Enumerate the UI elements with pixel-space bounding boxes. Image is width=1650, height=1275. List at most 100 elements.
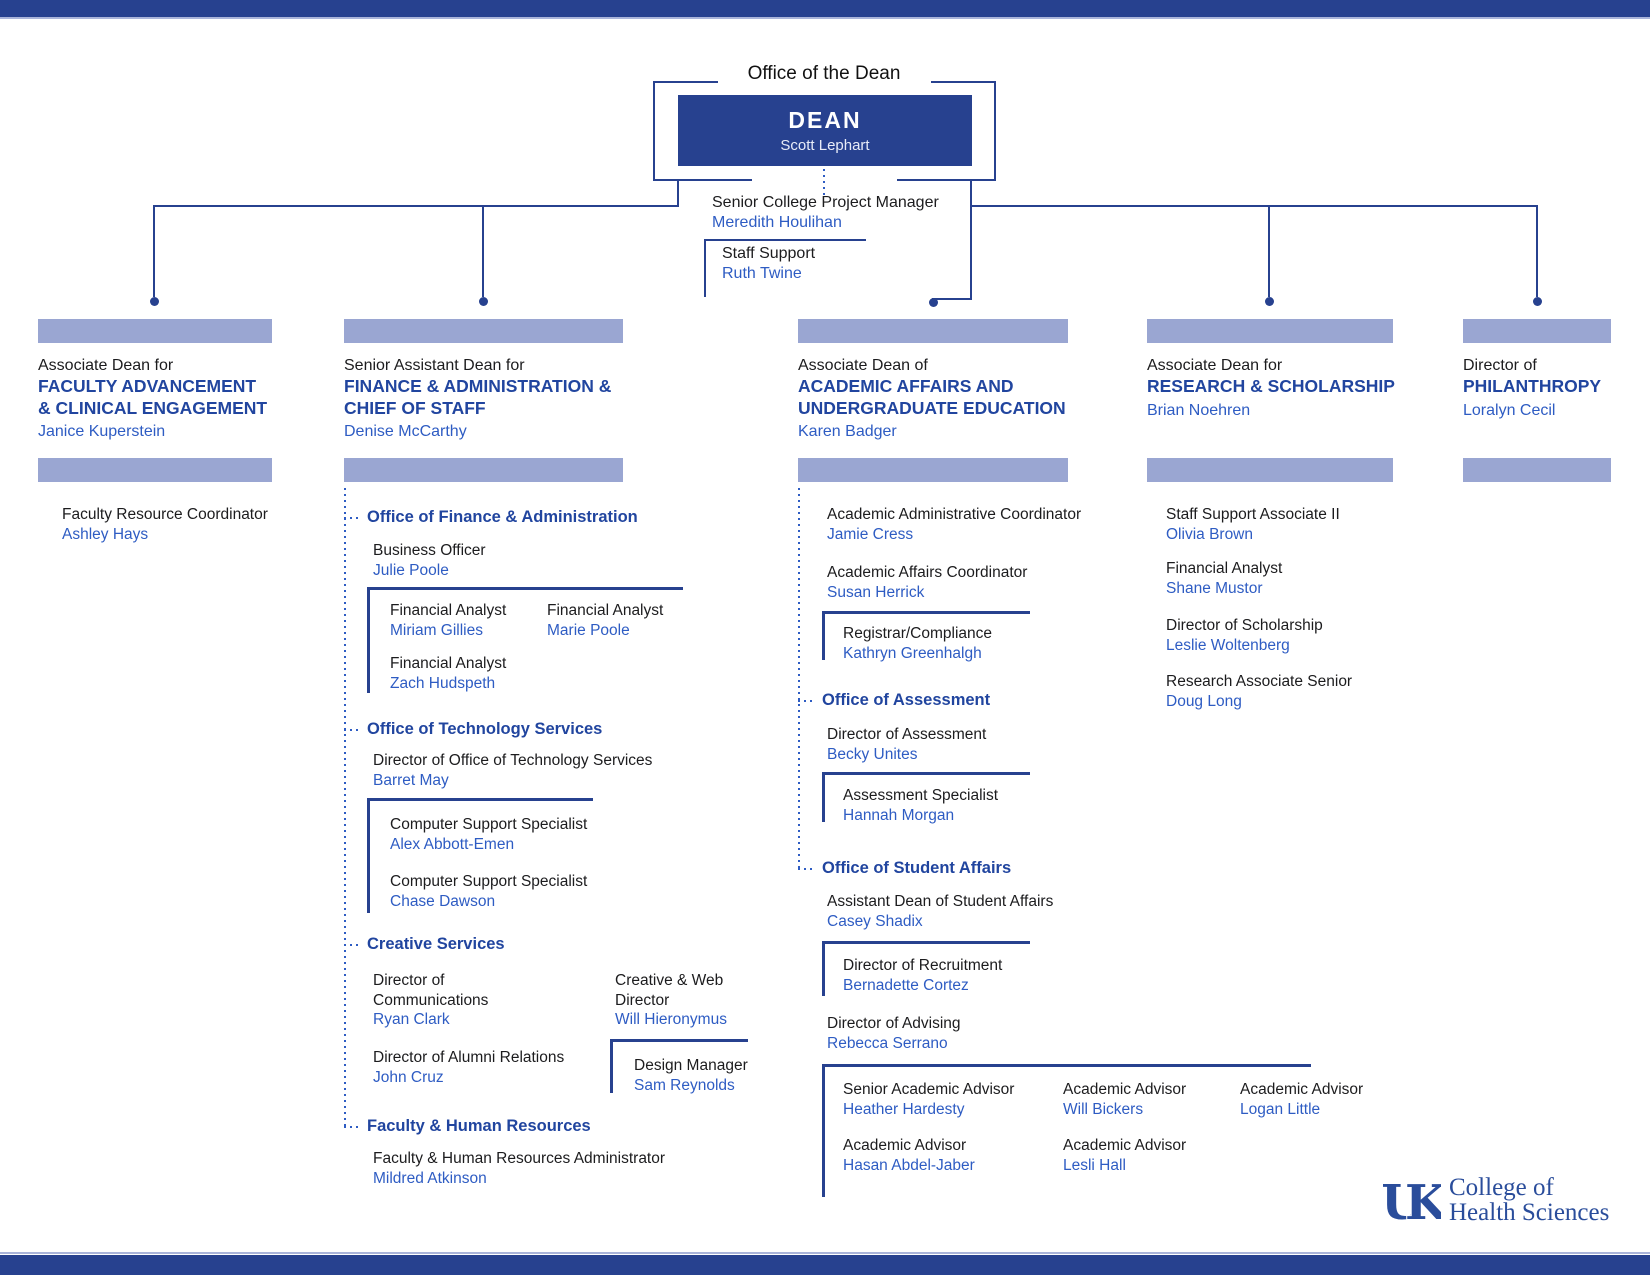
connector-line (1268, 205, 1270, 297)
role-computer-support-specialist: Computer Support Specialist Chase Dawson (390, 872, 587, 911)
role-title: Director of Office of Technology Service… (373, 752, 653, 769)
role-director-of-assessment: Director of Assessment Becky Unites (827, 725, 986, 764)
person-name: Denise McCarthy (344, 423, 467, 440)
connector-line (482, 205, 484, 297)
bracket-line (704, 239, 866, 241)
role-title: Financial Analyst (547, 602, 664, 619)
role-director-of-alumni-relations: Director of Alumni Relations John Cruz (373, 1048, 564, 1087)
role-title: Director of Assessment (827, 726, 987, 743)
dean-bracket-line (897, 179, 996, 181)
dotted-connector (798, 700, 814, 702)
uk-logo: U K College of Health Sciences (1383, 1175, 1609, 1225)
person-name: Becky Unites (827, 745, 918, 763)
connector-line (154, 205, 679, 207)
person-name: Ruth Twine (722, 265, 802, 282)
column-main-title: & CLINICAL ENGAGEMENT (38, 397, 268, 418)
role-title: Financial Analyst (390, 602, 507, 619)
column-title-philanthropy: Director of PHILANTHROPY Loralyn Cecil (1463, 355, 1601, 420)
dean-box: DEAN Scott Lephart (678, 95, 972, 166)
person-name: Shane Mustor (1166, 579, 1263, 597)
column-title-academic-affairs: Associate Dean of ACADEMIC AFFAIRS AND U… (798, 355, 1066, 441)
person-name: Sam Reynolds (634, 1076, 735, 1094)
person-name: Loralyn Cecil (1463, 401, 1556, 419)
role-title: Computer Support Specialist (390, 873, 588, 890)
role-computer-support-specialist: Computer Support Specialist Alex Abbott-… (390, 815, 587, 854)
column-accent-bar (1147, 458, 1393, 482)
role-title: Director of Scholarship (1166, 617, 1323, 634)
connector-line (970, 179, 972, 300)
person-name: Brian Noehren (1147, 401, 1251, 419)
role-title: Financial Analyst (1166, 560, 1283, 577)
column-title-finance-administration: Senior Assistant Dean for FINANCE & ADMI… (344, 355, 611, 441)
role-title: Creative & Web Director (615, 972, 724, 1009)
dean-bracket-line (994, 81, 996, 181)
connector-dot (928, 297, 938, 307)
role-creative-web-director: Creative & Web Director Will Hieronymus (615, 971, 745, 1030)
role-title: Faculty & Human Resources Administrator (373, 1150, 666, 1167)
role-title: Financial Analyst (390, 655, 507, 672)
role-title: Staff Support (722, 245, 816, 262)
column-accent-bar (38, 458, 272, 482)
column-main-title: FINANCE & ADMINISTRATION & (344, 376, 612, 396)
role-business-officer: Business Officer Julie Poole (373, 541, 486, 580)
column-pre-title: Director of (1463, 357, 1537, 374)
role-title: Director of Recruitment (843, 957, 1003, 974)
section-office-of-student-affairs: Office of Student Affairs (822, 859, 1012, 877)
role-title: Academic Advisor (1063, 1081, 1187, 1098)
person-name: Olivia Brown (1166, 525, 1253, 543)
role-senior-academic-advisor: Senior Academic Advisor Heather Hardesty (843, 1080, 1014, 1119)
role-title: Academic Advisor (1063, 1137, 1187, 1154)
section-office-of-assessment: Office of Assessment (822, 691, 991, 709)
column-main-title: PHILANTHROPY (1463, 376, 1602, 396)
person-name: Ashley Hays (62, 525, 149, 543)
person-name: Rebecca Serrano (827, 1034, 948, 1052)
person-name: Hasan Abdel-Jaber (843, 1156, 975, 1174)
role-title: Academic Advisor (1240, 1081, 1364, 1098)
dotted-connector (344, 1126, 360, 1128)
person-name: Janice Kuperstein (38, 423, 166, 440)
role-registrar-compliance: Registrar/Compliance Kathryn Greenhalgh (843, 624, 992, 663)
role-director-of-advising: Director of Advising Rebecca Serrano (827, 1014, 961, 1053)
dotted-connector (823, 169, 825, 195)
bracket-line (822, 611, 1030, 614)
bracket-line (367, 798, 593, 801)
role-academic-administrative-coordinator: Academic Administrative Coordinator Jami… (827, 505, 1127, 544)
person-name: Barret May (373, 771, 449, 789)
person-name: Will Bickers (1063, 1100, 1144, 1118)
person-name: Will Hieronymus (615, 1011, 727, 1028)
role-staff-support-associate: Staff Support Associate II Olivia Brown (1166, 505, 1340, 544)
role-title: Senior College Project Manager (712, 194, 939, 211)
person-name: Zach Hudspeth (390, 674, 496, 692)
bracket-line (704, 239, 706, 297)
column-main-title: FACULTY ADVANCEMENT (38, 376, 257, 396)
dean-bracket-line (931, 81, 996, 83)
bracket-line (822, 1064, 1311, 1067)
role-title: Assessment Specialist (843, 787, 999, 804)
bracket-line (610, 1039, 748, 1042)
svg-text:U: U (1383, 1175, 1423, 1225)
column-main-title: CHIEF OF STAFF (344, 397, 486, 418)
column-accent-bar (344, 458, 623, 482)
person-name: Alex Abbott-Emen (390, 835, 515, 853)
role-title: Academic Administrative Coordinator (827, 506, 1082, 523)
column-accent-bar (1147, 319, 1393, 343)
person-name: Leslie Woltenberg (1166, 636, 1290, 654)
role-title: Academic Advisor (843, 1137, 967, 1154)
person-name: Kathryn Greenhalgh (843, 644, 982, 662)
role-assistant-dean-student-affairs: Assistant Dean of Student Affairs Casey … (827, 892, 1127, 931)
section-office-of-technology-services: Office of Technology Services (367, 720, 603, 738)
connector-dot (478, 296, 488, 306)
person-name: Doug Long (1166, 692, 1242, 710)
bracket-line (822, 772, 825, 822)
column-title-faculty-advancement: Associate Dean for FACULTY ADVANCEMENT &… (38, 355, 267, 441)
role-title: Director of Communications (373, 972, 489, 1009)
dotted-connector (344, 729, 360, 731)
role-faculty-hr-administrator: Faculty & Human Resources Administrator … (373, 1149, 703, 1188)
column-accent-bar (38, 319, 272, 343)
dean-bracket-line (653, 81, 655, 181)
role-academic-advisor: Academic Advisor Logan Little (1240, 1080, 1363, 1119)
bracket-line (822, 941, 1030, 944)
role-financial-analyst: Financial Analyst Miriam Gillies (390, 601, 506, 640)
connector-line (971, 205, 1538, 207)
logo-line1: College of (1449, 1174, 1554, 1201)
